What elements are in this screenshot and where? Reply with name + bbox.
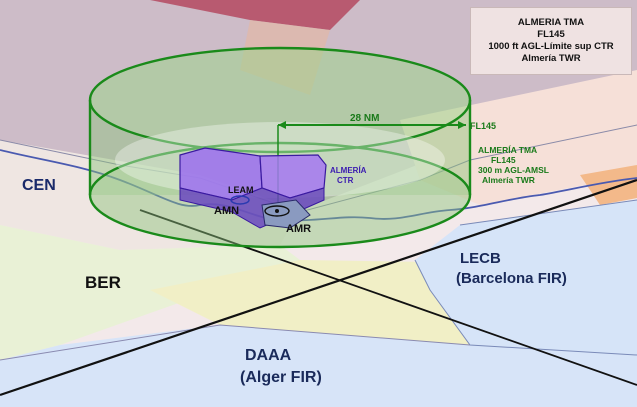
fir-boundary-north <box>459 199 637 226</box>
ber-label: BER <box>85 273 121 292</box>
amn-label: AMN <box>214 205 239 217</box>
info-line-3: 1000 ft AGL-Límite sup CTR <box>488 41 614 52</box>
lecb-code-label: LECB <box>460 250 501 267</box>
info-line-4: Almería TWR <box>521 53 581 64</box>
fir-boundary-south <box>0 324 471 361</box>
peach-zone-right <box>400 70 637 205</box>
cen-zone <box>0 140 300 250</box>
tma-label-line-1: ALMERÍA TMA <box>478 145 537 155</box>
vor-icon <box>275 209 279 213</box>
coastline <box>0 149 637 222</box>
fir-boundary-line <box>414 259 637 356</box>
vor-ring <box>264 205 290 217</box>
tma-label-line-2: FL145 <box>491 155 516 165</box>
radius-arrow-left <box>278 121 286 129</box>
info-line-1: ALMERIA TMA <box>517 17 585 28</box>
daaa-name-label: (Alger FIR) <box>240 369 322 386</box>
radius-arrow-right <box>458 121 466 129</box>
radius-label: 28 NM <box>350 113 379 124</box>
airport-marker <box>230 195 250 205</box>
ctr-base <box>179 187 325 229</box>
daaa-code-label: DAAA <box>245 347 292 364</box>
fir-boundary-diagonal <box>0 178 637 397</box>
tma-label-line-3: 300 m AGL-AMSL <box>478 165 549 175</box>
ctr-label-line-1: ALMERÍA <box>330 166 367 175</box>
fir-boundary-diagonal-2 <box>139 209 637 386</box>
cen-label: CEN <box>22 177 56 194</box>
leam-label: LEAM <box>228 185 254 195</box>
lecb-name-label: (Barcelona FIR) <box>456 270 567 287</box>
ber-zone <box>0 225 300 360</box>
info-line-2: FL145 <box>537 29 565 40</box>
restricted-zone-top <box>150 0 360 30</box>
fl-top-label: FL145 <box>470 121 496 131</box>
info-box: ALMERIA TMA FL145 1000 ft AGL-Límite sup… <box>470 7 632 75</box>
yellow-zone <box>150 260 470 345</box>
amr-label: AMR <box>286 223 311 235</box>
ctr-label-line-2: CTR <box>337 176 354 185</box>
tma-label-line-4: Almería TWR <box>482 175 535 185</box>
lecb-fir-zone <box>415 200 637 355</box>
